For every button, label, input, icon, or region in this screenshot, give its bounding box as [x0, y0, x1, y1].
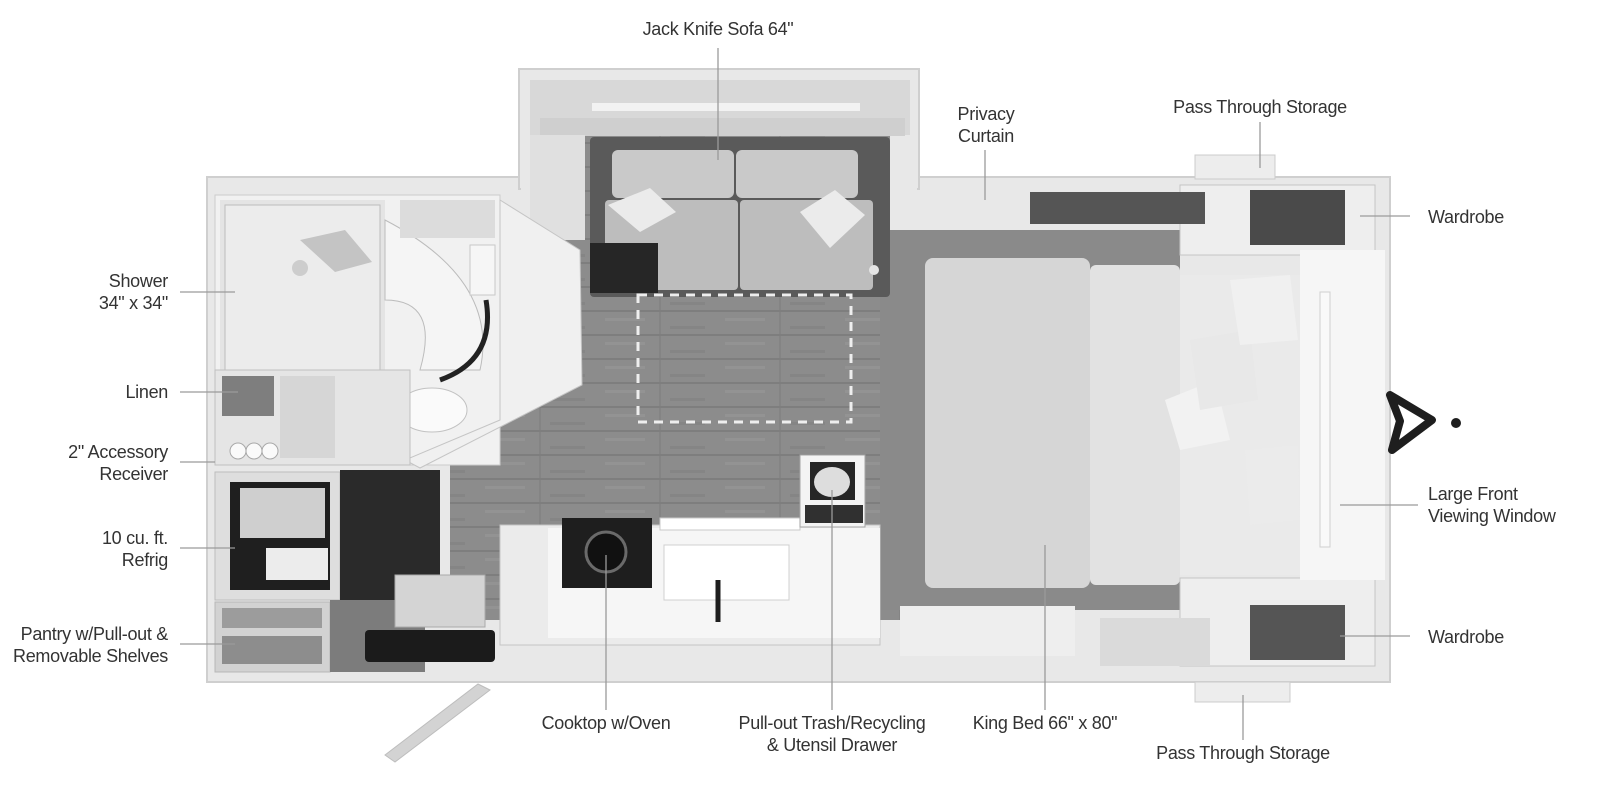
label-text: 10 cu. ft. [101, 528, 168, 548]
kitchen-counter [499, 454, 881, 646]
label-pull-out-trash: Pull-out Trash/Recycling & Utensil Drawe… [739, 712, 926, 756]
pantry [214, 574, 495, 673]
label-text: King Bed 66" x 80" [972, 713, 1118, 733]
label-pass-through-storage-bottom: Pass Through Storage [1156, 742, 1330, 764]
label-accessory-receiver: 2" Accessory Receiver [68, 441, 168, 485]
label-text: Curtain [958, 126, 1014, 146]
linen-cabinet [214, 369, 411, 466]
label-text: Pass Through Storage [1156, 743, 1330, 763]
label-text: & Utensil Drawer [766, 735, 898, 755]
label-text: Wardrobe [1428, 627, 1504, 647]
label-text: Jack Knife Sofa 64" [642, 19, 794, 39]
label-text: Privacy [957, 104, 1015, 124]
label-text: Cooktop w/Oven [541, 713, 671, 733]
label-pantry: Pantry w/Pull-out & Removable Shelves [13, 623, 168, 667]
label-wardrobe-bottom: Wardrobe [1428, 626, 1504, 648]
bath-door-wall [403, 199, 583, 469]
jack-knife-sofa [590, 137, 890, 297]
label-text: 34" x 34" [98, 293, 168, 313]
label-wardrobe-top: Wardrobe [1428, 206, 1504, 228]
label-text: Large Front [1428, 484, 1518, 504]
label-text: 2" Accessory [68, 442, 168, 462]
label-shower: Shower 34" x 34" [99, 270, 168, 314]
label-text: Shower [108, 271, 169, 291]
leader-lines [180, 48, 1418, 740]
pass-through-hatch-top [1194, 154, 1276, 180]
label-text: Linen [125, 382, 168, 402]
label-pass-through-storage-top: Pass Through Storage [1173, 96, 1347, 118]
label-linen: Linen [125, 381, 168, 403]
label-jack-knife-sofa: Jack Knife Sofa 64" [643, 18, 794, 40]
label-text: Viewing Window [1428, 506, 1556, 526]
entry-door [384, 683, 491, 763]
hitch-icon [1386, 391, 1436, 454]
label-text: Pass Through Storage [1173, 97, 1347, 117]
label-large-front-window: Large Front Viewing Window [1428, 483, 1556, 527]
front-cabinets [900, 184, 1385, 667]
label-privacy-curtain: Privacy Curtain [958, 103, 1015, 147]
label-text: Removable Shelves [13, 646, 168, 666]
label-cooktop: Cooktop w/Oven [542, 712, 671, 734]
label-text: Receiver [99, 464, 168, 484]
king-bed [925, 258, 1300, 588]
label-refrigerator: 10 cu. ft. Refrig [102, 527, 168, 571]
label-text: Pull-out Trash/Recycling [738, 713, 926, 733]
table-outline [636, 293, 853, 424]
sofa-slideout [530, 80, 910, 240]
label-text: Refrig [121, 550, 169, 570]
label-king-bed: King Bed 66" x 80" [972, 712, 1118, 734]
label-text: Pantry w/Pull-out & [20, 624, 169, 644]
label-text: Wardrobe [1428, 207, 1504, 227]
